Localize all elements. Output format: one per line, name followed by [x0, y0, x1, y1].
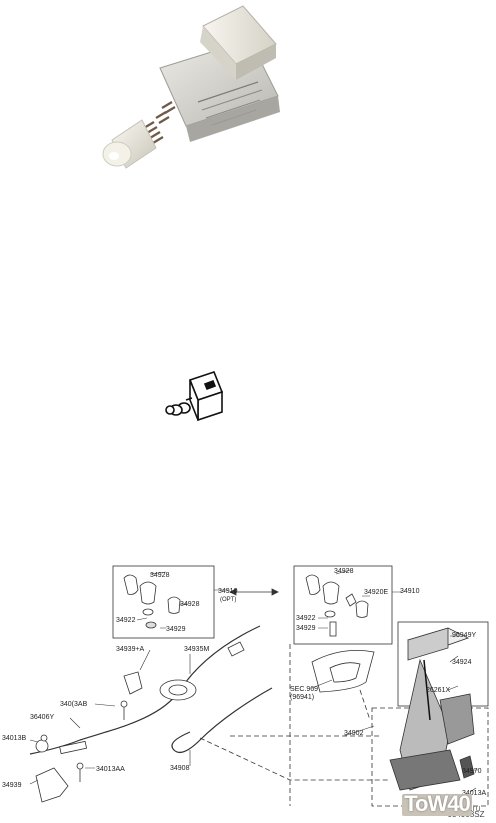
callout-shifter-3: 34902: [344, 730, 364, 737]
knob-parts-right: [305, 574, 369, 637]
knob-parts-left: [123, 574, 181, 629]
callout-labels: 34928 34928 34922 34929 34910 (OPT) 3492…: [2, 568, 486, 819]
leader-lines: [29, 569, 478, 793]
callout-tl-1: 34928: [180, 601, 200, 608]
callout-cable-3: 36406Y: [30, 714, 54, 721]
parts-diagram: [29, 565, 489, 807]
callout-tl-note: (OPT): [220, 597, 236, 603]
callout-tr-ref: 34910: [400, 588, 420, 595]
key-interlock-cable: [171, 687, 273, 753]
callout-cable-0: 34939+A: [116, 646, 145, 653]
watermark-logo: [402, 794, 472, 816]
callout-tr-0: 34928: [334, 568, 354, 575]
callout-cable-1: 34935M: [184, 646, 209, 653]
switch-label: [197, 81, 263, 126]
callout-cable-7: 34908: [170, 765, 190, 772]
switch-photo: [102, 5, 280, 169]
callout-tr-1: 34920E: [364, 589, 388, 596]
callout-tl-3: 34929: [166, 626, 186, 633]
callout-tl-0: 34928: [150, 572, 170, 579]
dashed-guides: [199, 644, 390, 806]
callout-shifter-5: 34013A: [462, 790, 486, 797]
switch-plunger: [102, 119, 157, 169]
callout-cable-2: 340(3AB: [60, 701, 88, 708]
callout-shifter-1: 34924: [452, 659, 472, 666]
shift-lever-assembly: [389, 621, 489, 791]
watermark-logo-suffix: .ru: [470, 803, 481, 813]
callout-tr-3: 34929: [296, 625, 316, 632]
callout-tl-ref: 34910: [218, 588, 238, 595]
callout-tl-2: 34922: [116, 617, 136, 624]
callout-shifter-4: 34970: [462, 768, 482, 775]
callout-cable-5: 34939: [2, 782, 22, 789]
switch-lineart-icon: [165, 371, 224, 422]
callout-shifter-2: 26261X: [426, 687, 450, 694]
callout-shifter-0: 96949Y: [452, 632, 476, 639]
shift-cable: [29, 625, 261, 755]
callout-cable-4: 34013B: [2, 735, 26, 742]
switch-spring: [143, 101, 176, 144]
callout-trim-1: (96941): [290, 694, 314, 701]
callout-trim-0: SEC.969: [290, 686, 318, 693]
callout-cable-6: 34013AA: [96, 766, 125, 773]
callout-tr-2: 34922: [296, 615, 316, 622]
cable-bracket: [35, 767, 69, 803]
watermark-logo-text: ToW40: [404, 791, 470, 816]
